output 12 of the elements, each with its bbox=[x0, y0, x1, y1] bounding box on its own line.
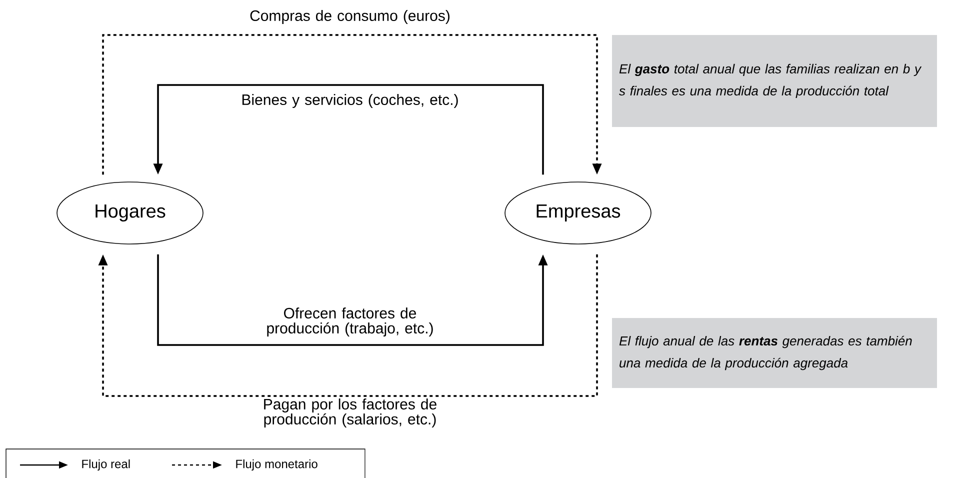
arrow bbox=[102, 34, 602, 175]
edge-label: Compras de consumo (euros) bbox=[250, 10, 450, 24]
note-box: El gasto total anual que las familias realizan en b y s finales es una medida de la producción total bbox=[612, 35, 937, 127]
arrow bbox=[98, 254, 598, 397]
edge-label: Bienes y servicios (coches, etc.) bbox=[242, 94, 458, 108]
legend-text: Flujo real bbox=[82, 459, 130, 471]
ellipse-node: Empresas bbox=[504, 182, 652, 244]
edge-label: Ofrecen factores de producción (trabajo, etc.) bbox=[267, 308, 433, 336]
edge-label: Pagan por los factores de producción (salarios, etc.) bbox=[264, 398, 436, 428]
legend-text: Flujo monetario bbox=[236, 459, 318, 471]
ellipse-node: Hogares bbox=[56, 182, 204, 244]
note-box: El flujo anual de las rentas generadas es también una medida de la producción agregada bbox=[612, 318, 937, 388]
